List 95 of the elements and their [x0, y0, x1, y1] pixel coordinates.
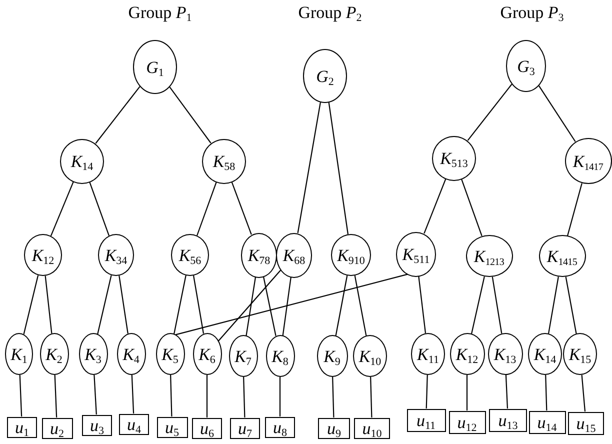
key-node-ellipse: K$_{5}$	[156, 333, 184, 375]
connector-line	[545, 374, 548, 411]
key-node-ellipse: K$_{1417}$	[564, 138, 612, 184]
connector-line	[193, 276, 204, 334]
connector-line	[196, 182, 217, 236]
connector-line	[89, 182, 110, 236]
key-node-ellipse: K$_{1}$	[5, 333, 33, 375]
key-node-ellipse: K$_{4}$	[116, 333, 146, 375]
key-node-ellipse: K$_{3}$	[78, 333, 108, 375]
key-node-ellipse: K$_{2}$	[40, 333, 68, 375]
connector-line	[243, 376, 246, 418]
user-box: u$_{10}$	[354, 418, 390, 438]
connector-line	[328, 102, 349, 234]
user-box: u$_{14}$	[528, 410, 566, 434]
connector-line	[426, 374, 428, 409]
key-node-ellipse: K$_{1415}$	[538, 235, 586, 277]
connector-line	[492, 276, 502, 334]
key-node-ellipse: K$_{511}$	[396, 232, 436, 276]
connector-line	[418, 276, 426, 334]
key-node-ellipse: K$_{15}$	[563, 333, 597, 375]
connector-line	[467, 84, 512, 141]
key-node-ellipse: K$_{58}$	[202, 138, 246, 184]
connector-line	[94, 374, 97, 415]
group-heading: Group P$_{2}$	[298, 4, 362, 21]
connector-line	[581, 374, 586, 412]
connector-line	[170, 374, 172, 417]
key-node-ellipse: K$_{9}$	[316, 335, 348, 377]
key-node-ellipse: K$_{14}$	[60, 138, 104, 184]
connector-line	[246, 276, 256, 336]
key-node-ellipse: K$_{513}$	[432, 136, 476, 180]
connector-line	[548, 276, 559, 334]
key-node-ellipse: K$_{78}$	[241, 232, 277, 278]
key-node-ellipse: K$_{56}$	[171, 234, 209, 276]
connector-line	[335, 276, 348, 336]
connector-line	[567, 183, 582, 236]
user-box: u$_{1}$	[7, 416, 37, 438]
user-box: u$_{5}$	[156, 416, 188, 438]
connector-line	[466, 375, 468, 410]
connector-line	[131, 374, 134, 414]
connector-line	[370, 376, 372, 418]
key-node-ellipse: K$_{6}$	[192, 333, 222, 375]
connector-line	[23, 275, 39, 334]
connector-line	[50, 182, 74, 236]
connector-line	[297, 102, 321, 234]
connector-line	[565, 276, 577, 334]
connector-line	[263, 276, 276, 336]
connector-line	[118, 276, 128, 334]
connector-line	[169, 86, 212, 144]
connector-line	[44, 276, 52, 334]
connector-line	[19, 374, 22, 417]
user-box: u$_{11}$	[406, 408, 446, 432]
connector-line	[206, 375, 208, 418]
connector-line	[176, 274, 408, 336]
connector-line	[471, 276, 485, 334]
key-node-ellipse: K$_{1213}$	[466, 235, 512, 277]
connector-line	[54, 374, 58, 418]
key-node-ellipse: K$_{14}$	[528, 333, 562, 375]
key-node-ellipse: K$_{12}$	[24, 234, 62, 276]
key-node-ellipse: K$_{910}$	[331, 234, 371, 276]
connector-line	[97, 275, 112, 334]
user-box: u$_{15}$	[568, 412, 604, 434]
user-box: u$_{4}$	[119, 414, 149, 434]
key-node-ellipse: K$_{34}$	[98, 234, 134, 276]
key-node-ellipse: K$_{8}$	[266, 335, 294, 377]
user-box: u$_{9}$	[318, 418, 350, 438]
connector-line	[218, 270, 282, 342]
connector-line	[354, 276, 367, 336]
user-box: u$_{13}$	[489, 408, 527, 432]
connector-line	[279, 377, 281, 416]
key-node-ellipse: K$_{7}$	[228, 335, 258, 377]
group-heading: Group P$_{1}$	[128, 4, 192, 21]
user-box: u$_{8}$	[265, 416, 295, 438]
user-box: u$_{6}$	[192, 418, 222, 438]
connector-line	[231, 182, 252, 235]
key-node-ellipse: G$_{3}$	[506, 40, 546, 92]
key-node-ellipse: K$_{10}$	[353, 335, 387, 377]
connector-line	[332, 376, 334, 418]
user-box: u$_{12}$	[448, 410, 486, 434]
connector-line	[174, 275, 186, 334]
key-node-ellipse: G$_{2}$	[303, 49, 347, 103]
connector-line	[505, 374, 508, 409]
connector-line	[95, 86, 140, 144]
key-node-ellipse: K$_{68}$	[276, 232, 312, 278]
connector-line	[461, 178, 482, 236]
connector-line	[282, 277, 292, 336]
key-node-ellipse: K$_{11}$	[411, 333, 445, 375]
user-box: u$_{3}$	[82, 414, 112, 436]
key-node-ellipse: K$_{12}$	[450, 333, 484, 375]
key-node-ellipse: G$_{1}$	[133, 40, 177, 94]
connector-line	[538, 86, 576, 142]
user-box: u$_{7}$	[230, 418, 260, 438]
group-heading: Group P$_{3}$	[500, 4, 564, 21]
connector-line	[424, 178, 446, 234]
key-node-ellipse: K$_{13}$	[488, 333, 522, 375]
user-box: u$_{2}$	[42, 418, 72, 438]
